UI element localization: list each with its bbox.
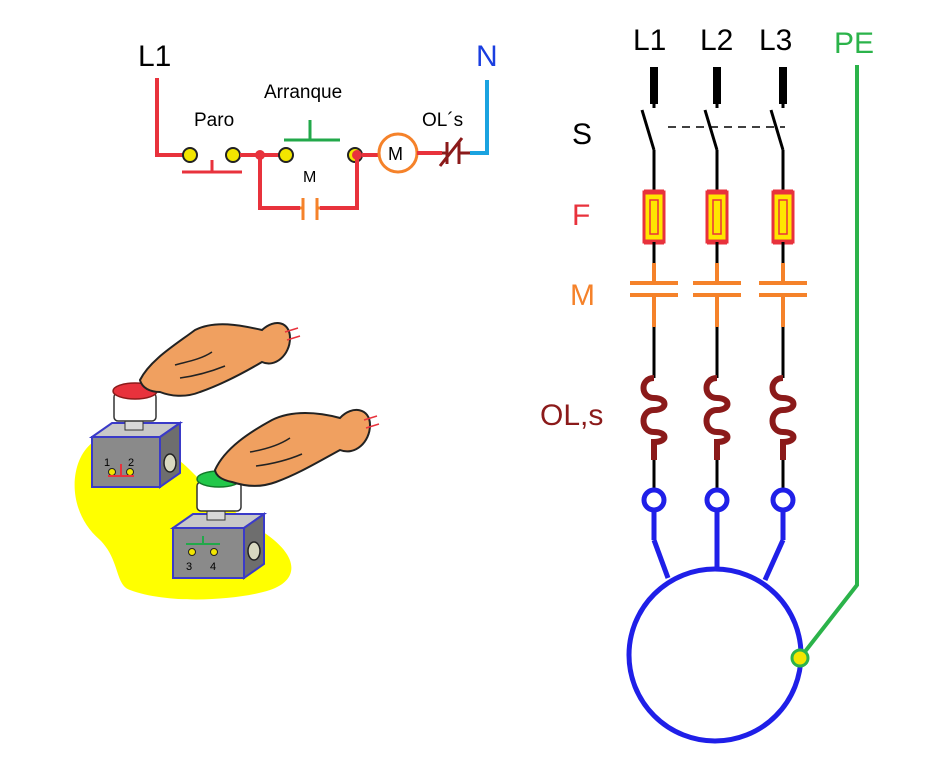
control-circuit: L1 N Paro Arranque M M OL´s	[138, 40, 498, 220]
power-circuit: L1 L2 L3 PE S F M OL,s	[540, 24, 874, 744]
overload-contact	[438, 137, 470, 167]
start-contact-left	[278, 147, 294, 163]
stop-pushbutton[interactable]: 1 2	[88, 382, 184, 489]
junction-right	[352, 150, 362, 160]
phase-label-l2: L2	[700, 24, 733, 57]
phase-label-l3: L3	[759, 24, 792, 57]
hand-lower	[213, 409, 380, 487]
aux-contact	[300, 198, 320, 220]
motor-lead-right	[762, 538, 786, 582]
stop-terminal-2	[126, 468, 134, 476]
stop-terminal-label-2: 2	[128, 457, 134, 469]
motor-lead-left	[651, 539, 671, 579]
start-label: Arranque	[264, 82, 342, 103]
stop-screw	[163, 453, 177, 473]
start-terminal-label-4: 4	[210, 561, 216, 573]
pushbutton-illustration: 1 2 3 4	[74, 322, 380, 600]
earth-label: PE	[834, 27, 874, 60]
phase-line-2	[693, 67, 741, 572]
start-terminal-4	[210, 548, 218, 556]
control-line-wire	[155, 78, 190, 157]
phase-line-1	[630, 67, 678, 540]
motor-coil-label: M	[388, 144, 403, 164]
stop-contact-right	[225, 147, 241, 163]
contactor-label: M	[570, 279, 595, 312]
start-terminal-3	[188, 548, 196, 556]
stop-terminal-1	[108, 468, 116, 476]
aux-contact-label: M	[303, 169, 316, 186]
start-pushbutton[interactable]: 3 4	[169, 470, 268, 580]
switch-label: S	[572, 118, 592, 151]
earth-terminal	[790, 648, 810, 668]
control-neutral-wire	[470, 80, 489, 155]
earth-wire	[798, 65, 859, 660]
control-line-label: L1	[138, 40, 171, 73]
start-terminal-label-3: 3	[186, 561, 192, 573]
stop-terminal-label-1: 1	[104, 457, 110, 469]
overload-relay-label: OL,s	[540, 399, 603, 432]
control-neutral-label: N	[476, 40, 498, 73]
phase-label-l1: L1	[633, 24, 666, 57]
start-screw	[247, 541, 261, 561]
stop-contact-left	[182, 147, 198, 163]
aux-branch-wire	[258, 155, 359, 210]
stop-pushbar	[182, 160, 242, 174]
hand-upper	[138, 322, 301, 397]
phase-line-3	[759, 67, 807, 540]
motor	[626, 566, 804, 744]
overload-label: OL´s	[422, 110, 463, 131]
stop-label: Paro	[194, 110, 234, 131]
fuse-label: F	[572, 199, 590, 232]
start-pushbar	[284, 120, 340, 142]
